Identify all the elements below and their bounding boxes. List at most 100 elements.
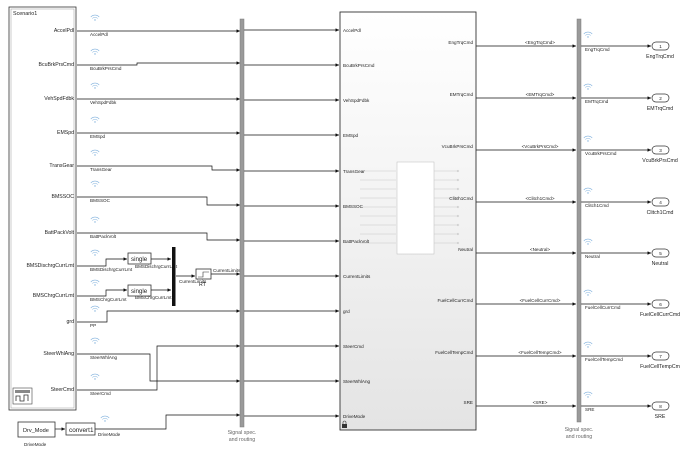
log-icon-BattPackVolt	[90, 216, 100, 223]
subsystem-output-EMTrqCmd: EMTrqCmd	[450, 92, 474, 97]
rate-transition-block[interactable]: RT	[195, 268, 212, 288]
subsystem-input-CurrentLimits: CurrentLimits	[343, 274, 371, 279]
log-icon-out-FuelCellCurrCmd	[583, 289, 593, 296]
scenario-port-BattPackVolt: BattPackVolt	[45, 230, 75, 236]
log-icon-BMSDischrgCurrLmt	[90, 249, 100, 256]
outport-number-2: 2	[659, 96, 662, 101]
wire-discharge-to-convert[interactable]	[77, 257, 127, 267]
drive-mode-source-caption: DriveMode	[24, 442, 47, 447]
wire-grd[interactable]	[77, 309, 240, 323]
right-signal-routing-bar[interactable]	[576, 18, 582, 423]
outport-7[interactable]: 7	[651, 351, 670, 361]
wire-label-BMSDischrgCurrLmt: BMSDischrgCurrLmt	[90, 267, 133, 272]
output-wire-label-EMTrqCmd: <EMTrqCmd>	[526, 92, 555, 97]
scenario-port-TransGear: TransGear	[49, 163, 74, 169]
subsystem-output-FuelCellTempCmd: FuelCellTempCmd	[435, 350, 473, 355]
outport-label-5: Neutral	[652, 261, 669, 267]
wire-TransGear[interactable]	[77, 165, 240, 172]
subsystem-output-SRE: SRE	[464, 400, 473, 405]
subsystem-input-SteerCmd: SteerCmd	[343, 344, 364, 349]
log-icon-BMSChrgCurrLmt	[90, 279, 100, 286]
subsystem-input-SteerWhlAng: SteerWhlAng	[343, 379, 371, 384]
wire-label-PP: PP	[90, 323, 96, 328]
scenario-block[interactable]: Scenario1	[8, 6, 77, 411]
subsystem-input-BMSSOC: BMSSOC	[343, 204, 364, 209]
preview-port	[456, 214, 460, 218]
single-convert-discharge[interactable]: single	[127, 252, 152, 265]
wire-BMSSOC[interactable]	[77, 196, 240, 207]
outport-4[interactable]: 4	[651, 197, 670, 207]
left-bus-caption-line1: Signal spec.	[228, 430, 257, 436]
bus-out-label-EngTrqCmd: EngTrqCmd	[585, 47, 610, 52]
subsystem-output-FuelCellCurrCmd: FuelCellCurrCmd	[438, 298, 474, 303]
subsystem-input-EMSpd: EMSpd	[343, 133, 359, 138]
output-wire-label-VcuBrkPrsCmd: <VcuBrkPrsCmd>	[522, 144, 559, 149]
subsystem-input-DriveMode: DriveMode	[343, 414, 366, 419]
scenario-port-SteerCmd: SteerCmd	[51, 387, 74, 393]
outport-1[interactable]: 1	[651, 41, 670, 51]
single-convert-charge[interactable]: single	[127, 284, 152, 297]
bus-out-label-FuelCellTempCmd: FuelCellTempCmd	[585, 357, 623, 362]
wire-label-AccelPdl: AccelPdl	[90, 32, 108, 37]
left-signal-routing-bar[interactable]	[239, 18, 245, 428]
log-icon-out-EMTrqCmd	[583, 83, 593, 90]
wire-label-BattPackVolt: BattPackVolt	[90, 234, 117, 239]
wire-label-TransGear: TransGear	[90, 167, 112, 172]
outport-8[interactable]: 8	[651, 401, 670, 411]
outport-label-1: EngTrqCmd	[646, 54, 674, 60]
output-wire-label-FuelCellCurrCmd: <FuelCellCurrCmd>	[520, 298, 561, 303]
outport-2[interactable]: 2	[651, 93, 670, 103]
wire-SteerCmd[interactable]	[77, 344, 240, 391]
outport-5[interactable]: 5	[651, 248, 670, 258]
subsystem-output-Clitch1Cmd: Clitch1Cmd	[449, 196, 473, 201]
converted-discharge-label: BMSDischrgCurrLmt	[135, 264, 178, 269]
outport-number-7: 7	[659, 354, 662, 359]
preview-port	[456, 223, 460, 227]
outport-label-8: SRE	[655, 414, 666, 420]
drive-mode-convert-label: convert1	[69, 427, 94, 434]
signal-wire-labels: AccelPdlBcuBrkPrsCmdVehSpdFdbkEMSpdTrans…	[90, 32, 133, 437]
outport-number-1: 1	[659, 44, 662, 49]
log-icon-out-VcuBrkPrsCmd	[583, 135, 593, 142]
log-icon-out-Neutral	[583, 238, 593, 245]
bus-out-label-SRE: SRE	[585, 407, 594, 412]
output-wire-label-EngTrqCmd: <EngTrqCmd>	[525, 40, 555, 45]
outport-label-3: VcuBrkPrsCmd	[642, 158, 678, 164]
outport-number-6: 6	[659, 302, 662, 307]
bus-creator-bar[interactable]	[172, 247, 176, 306]
preview-port	[456, 205, 460, 209]
left-bus-caption-line2: and routing	[229, 437, 256, 443]
wire-label-DriveMode: DriveMode	[98, 432, 121, 437]
preview-port	[456, 187, 460, 191]
outport-3[interactable]: 3	[651, 145, 670, 155]
subsystem-output-Neutral: Neutral	[458, 247, 473, 252]
wire-charge-to-convert[interactable]	[77, 288, 127, 297]
output-wire-label-SRE: <SRE>	[533, 400, 548, 405]
drive-mode-convert-block[interactable]: convert1	[65, 422, 96, 436]
subsystem-output-EngTrqCmd: EngTrqCmd	[448, 40, 473, 45]
bus-out-label-Neutral: Neutral	[585, 254, 600, 259]
rt-output-label: CurrentLimits	[213, 268, 241, 273]
controller-subsystem[interactable]	[339, 11, 477, 431]
rate-transition-label: RT	[199, 282, 207, 288]
log-icon-DriveMode	[100, 415, 110, 422]
mux-output-label: CurrentLimits	[179, 279, 207, 284]
log-icon-out-FuelCellTempCmd	[583, 341, 593, 348]
wire-drive-mode[interactable]	[95, 413, 240, 430]
preview-port	[456, 169, 460, 173]
outport-group: 1EngTrqCmd2EMTrqCmd3VcuBrkPrsCmd4Clitch1…	[640, 41, 680, 420]
bus-out-label-EMTrqCmd: EMTrqCmd	[585, 99, 609, 104]
wire-SteerWhlAng[interactable]	[77, 353, 240, 383]
outport-6[interactable]: 6	[651, 299, 670, 309]
drive-mode-source-block[interactable]: Drv_Mode	[17, 421, 56, 438]
wire-BattPackVolt[interactable]	[77, 232, 240, 242]
output-wire-label-Neutral: <Neutral>	[530, 247, 550, 252]
log-icon-SteerWhlAng	[90, 337, 100, 344]
scenario-icon	[12, 387, 33, 405]
wire-BcuBrkPrsCmd[interactable]	[77, 61, 240, 66]
scenario-title: Scenario1	[13, 11, 37, 17]
log-icon-grd	[90, 305, 100, 312]
scenario-port-AccelPdl: AccelPdl	[54, 28, 74, 34]
log-icon-VehSpdFdbk	[90, 82, 100, 89]
